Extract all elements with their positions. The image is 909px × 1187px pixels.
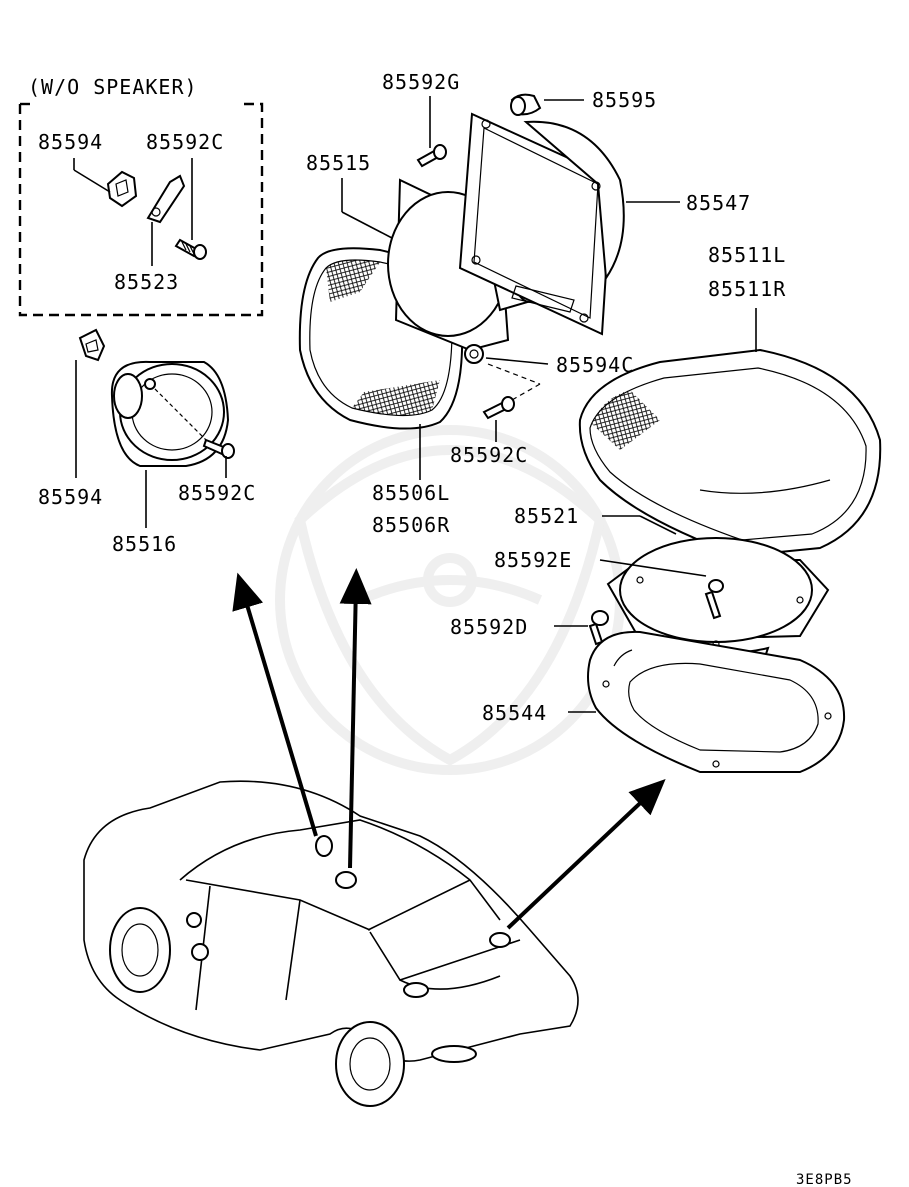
- arrow-to-ring-85544: [506, 779, 666, 930]
- speaker-85516: [78, 328, 235, 467]
- label-85594-b: 85594: [38, 485, 103, 509]
- label-85523: 85523: [114, 270, 179, 294]
- vehicle-outline: [83, 780, 579, 1107]
- label-85506l: 85506L: [372, 481, 450, 505]
- label-85594-a: 85594: [38, 130, 103, 154]
- label-85594c: 85594C: [556, 353, 634, 377]
- label-85506r: 85506R: [372, 513, 450, 537]
- label-85544: 85544: [482, 701, 547, 725]
- label-85595: 85595: [592, 88, 657, 112]
- without-speaker-group: (W/O SPEAKER) 85594 85592C 85523: [18, 75, 264, 317]
- label-85547: 85547: [686, 191, 751, 215]
- screw-85592c-c: [482, 396, 515, 420]
- label-85592e: 85592E: [494, 548, 572, 572]
- speaker-bracket-85547: [458, 112, 625, 336]
- mounting-ring-85544: [587, 630, 846, 773]
- screw-85592g: [416, 144, 447, 168]
- clip-85595: [510, 93, 542, 116]
- label-85592c-c: 85592C: [450, 443, 528, 467]
- label-85521: 85521: [514, 504, 579, 528]
- arrow-to-grille-85506: [339, 568, 372, 869]
- label-85515: 85515: [306, 151, 371, 175]
- label-85516: 85516: [112, 532, 177, 556]
- nut-85594c: [464, 344, 484, 364]
- screw-85592c-a: [174, 238, 207, 260]
- figure-code: 3E8PB5: [796, 1172, 853, 1187]
- screw-85592d: [588, 610, 609, 646]
- bracket-85523: [146, 174, 186, 224]
- label-85511r: 85511R: [708, 277, 786, 301]
- speaker-cover-85511: [578, 348, 882, 558]
- screw-85592e: [704, 579, 724, 620]
- label-85592d: 85592D: [450, 615, 528, 639]
- group-frame: [18, 102, 264, 317]
- label-85592c-b: 85592C: [178, 481, 256, 505]
- arrow-to-speaker-85516: [232, 572, 318, 837]
- clip-nut-85594: [106, 170, 138, 208]
- label-85511l: 85511L: [708, 243, 786, 267]
- label-85592c-a: 85592C: [146, 130, 224, 154]
- group-label: (W/O SPEAKER): [28, 75, 198, 99]
- label-85592g: 85592G: [382, 70, 460, 94]
